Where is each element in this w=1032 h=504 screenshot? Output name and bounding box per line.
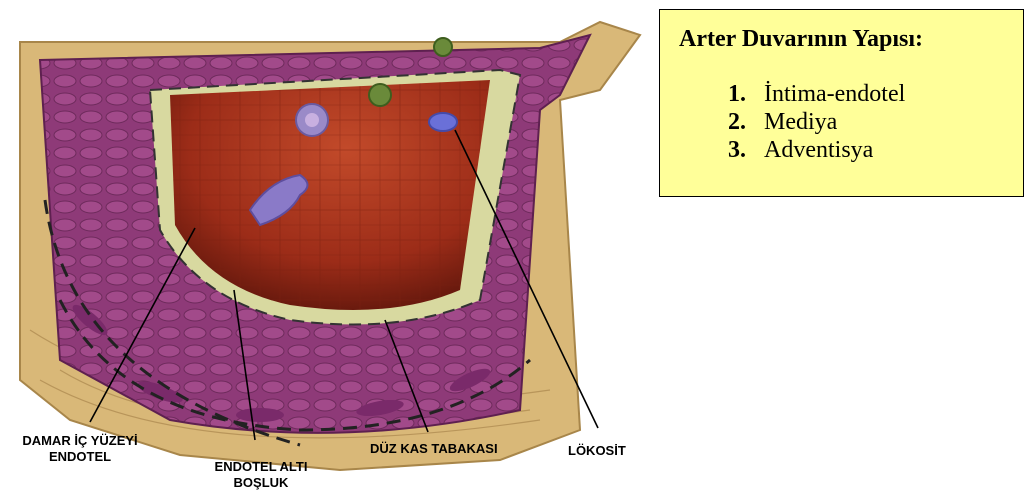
label-endotel-alti-line1: ENDOTEL ALTI xyxy=(196,459,326,475)
label-damar-ic-line2: ENDOTEL xyxy=(10,449,150,465)
layer-list: 1.İntima-endotel 2.Mediya 3.Adventisya xyxy=(728,80,905,164)
label-endotel-alti-line2: BOŞLUK xyxy=(196,475,326,491)
list-item: 2.Mediya xyxy=(728,108,905,136)
list-item-number: 2. xyxy=(728,108,764,136)
list-item-number: 3. xyxy=(728,136,764,164)
label-damar-ic-line1: DAMAR İÇ YÜZEYİ xyxy=(10,433,150,449)
info-box-title: Arter Duvarının Yapısı: xyxy=(679,26,923,53)
label-lokosit: LÖKOSİT xyxy=(568,443,626,459)
list-item-number: 1. xyxy=(728,80,764,108)
list-item-text: İntima-endotel xyxy=(764,81,905,107)
list-item-text: Mediya xyxy=(764,109,837,135)
artery-illustration xyxy=(0,0,680,504)
info-box: Arter Duvarının Yapısı: 1.İntima-endotel… xyxy=(659,9,1024,197)
label-damar-ic-yuzeyi: DAMAR İÇ YÜZEYİ ENDOTEL xyxy=(10,433,150,465)
label-duz-kas-tabakasi: DÜZ KAS TABAKASI xyxy=(370,441,498,457)
list-item-text: Adventisya xyxy=(764,137,873,163)
list-item: 3.Adventisya xyxy=(728,136,905,164)
list-item: 1.İntima-endotel xyxy=(728,80,905,108)
label-endotel-alti-bosluk: ENDOTEL ALTI BOŞLUK xyxy=(196,459,326,491)
